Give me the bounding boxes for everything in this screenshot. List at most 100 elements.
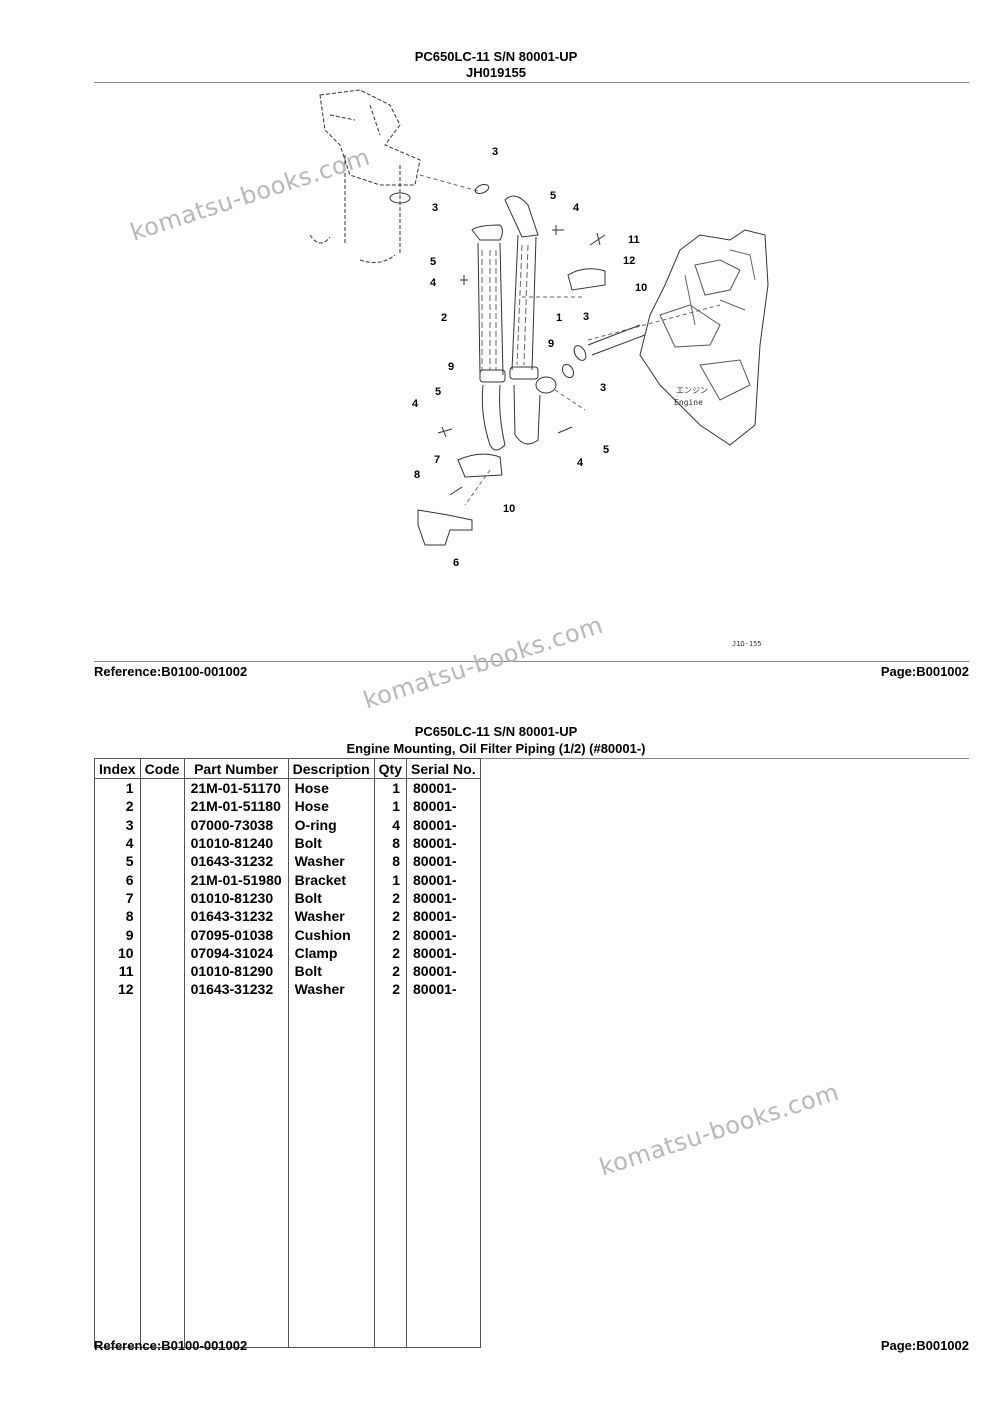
- row-qty: 2: [373, 925, 408, 944]
- row-description: Washer: [287, 980, 375, 999]
- callout-3b: 3: [432, 202, 438, 214]
- page-number-1: Page:B001002: [880, 664, 969, 679]
- row-description: Washer: [287, 907, 375, 926]
- row-serial: 80001-: [406, 815, 481, 834]
- row-description: Hose: [287, 778, 375, 798]
- row-index: 10: [94, 943, 141, 962]
- row-code: [139, 778, 185, 798]
- header-qty: Qty: [373, 758, 408, 779]
- row-part-number: 01010-81240: [183, 833, 289, 853]
- table-top-divider: [94, 758, 969, 759]
- callout-3d: 3: [600, 382, 606, 394]
- row-qty: 4: [373, 815, 408, 834]
- row-code: [139, 925, 185, 944]
- header-serial: Serial No.: [406, 758, 481, 779]
- row-index: 6: [94, 870, 141, 889]
- parts-table: Index Code Part Number Description Qty S…: [94, 758, 481, 1348]
- row-serial: 80001-: [406, 852, 481, 871]
- row-qty: 2: [373, 961, 408, 981]
- callout-5c: 5: [435, 386, 441, 398]
- callout-5b: 5: [430, 256, 436, 268]
- callout-6: 6: [453, 557, 459, 569]
- row-part-number: 01010-81290: [183, 961, 289, 981]
- engine-sketch: [639, 229, 769, 446]
- row-serial: 80001-: [406, 980, 481, 999]
- footer-divider-1: [94, 661, 969, 662]
- row-qty: 2: [373, 943, 408, 962]
- row-serial: 80001-: [406, 870, 481, 889]
- row-qty: 8: [373, 833, 408, 853]
- watermark-3: komatsu-books.com: [596, 1077, 843, 1182]
- row-qty: 2: [373, 980, 408, 999]
- row-description: Bolt: [287, 961, 375, 981]
- row-description: Bolt: [287, 888, 375, 908]
- row-index: 11: [94, 961, 141, 981]
- row-part-number: 01643-31232: [183, 980, 289, 999]
- callout-11: 11: [628, 234, 640, 246]
- row-part-number: 21M-01-51170: [183, 778, 289, 798]
- row-serial: 80001-: [406, 961, 481, 981]
- row-code: [139, 815, 185, 834]
- row-description: Washer: [287, 852, 375, 871]
- row-qty: 2: [373, 907, 408, 926]
- row-part-number: 07095-01038: [183, 925, 289, 944]
- callout-4a: 4: [573, 202, 580, 214]
- row-code: [139, 797, 185, 816]
- filter-housing-sketch: [309, 89, 421, 264]
- engine-label-jp: エンジン: [676, 386, 708, 395]
- row-description: Clamp: [287, 943, 375, 962]
- row-index: 3: [94, 815, 141, 834]
- diagram-title: PC650LC-11 S/N 80001-UP: [414, 49, 578, 64]
- table-filler-row: [94, 998, 481, 1348]
- row-part-number: 21M-01-51980: [183, 870, 289, 889]
- row-description: Cushion: [287, 925, 375, 944]
- row-index: 2: [94, 797, 141, 816]
- header-code: Code: [139, 758, 185, 779]
- callout-4b: 4: [430, 277, 437, 289]
- row-part-number: 01643-31232: [183, 907, 289, 926]
- row-code: [139, 961, 185, 981]
- row-serial: 80001-: [406, 925, 481, 944]
- callout-10b: 10: [503, 503, 515, 515]
- row-part-number: 01010-81230: [183, 888, 289, 908]
- row-part-number: 07094-31024: [183, 943, 289, 962]
- row-code: [139, 833, 185, 853]
- table-header-row: Index Code Part Number Description Qty S…: [94, 758, 481, 779]
- callout-10a: 10: [635, 282, 647, 294]
- row-qty: 2: [373, 888, 408, 908]
- header-index: Index: [94, 758, 141, 779]
- callout-8: 8: [414, 469, 420, 481]
- callout-12: 12: [623, 255, 635, 267]
- row-serial: 80001-: [406, 907, 481, 926]
- row-serial: 80001-: [406, 888, 481, 908]
- row-serial: 80001-: [406, 797, 481, 816]
- callout-4c: 4: [412, 398, 419, 410]
- parts-subtitle: Engine Mounting, Oil Filter Piping (1/2)…: [346, 741, 646, 756]
- row-code: [139, 870, 185, 889]
- row-code: [139, 907, 185, 926]
- callout-5a: 5: [550, 190, 556, 202]
- exploded-parts-diagram: 3 3 5 4 11 12 5 4 10 2 1 3 9 9 3 5 4 4 5…: [309, 89, 769, 648]
- row-index: 8: [94, 907, 141, 926]
- row-part-number: 07000-73038: [183, 815, 289, 834]
- parts-title: PC650LC-11 S/N 80001-UP: [414, 724, 578, 739]
- row-serial: 80001-: [406, 778, 481, 798]
- row-index: 7: [94, 888, 141, 908]
- hose-2-sketch: [471, 224, 506, 451]
- header-description: Description: [287, 758, 375, 779]
- callout-3c: 3: [583, 311, 589, 323]
- row-code: [139, 980, 185, 999]
- callout-5d: 5: [603, 444, 609, 456]
- row-qty: 1: [373, 797, 408, 816]
- row-code: [139, 943, 185, 962]
- row-serial: 80001-: [406, 943, 481, 962]
